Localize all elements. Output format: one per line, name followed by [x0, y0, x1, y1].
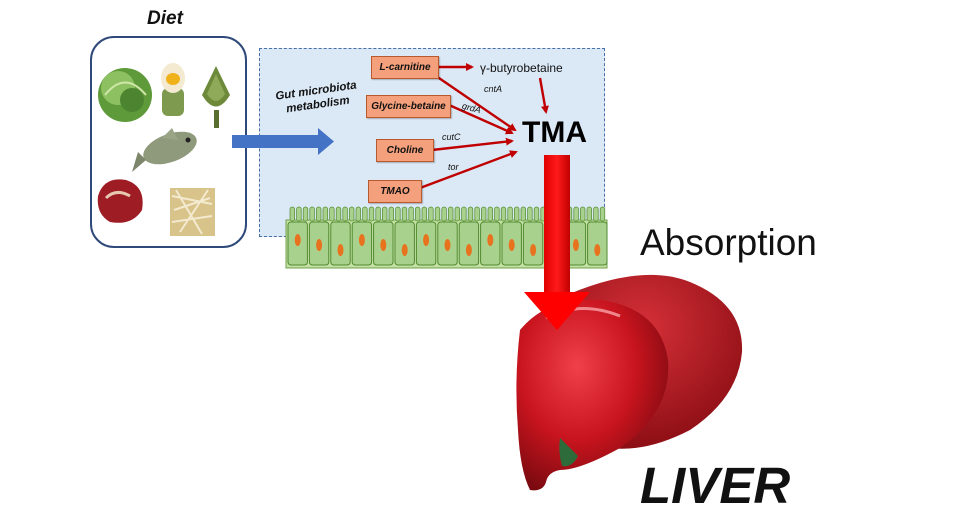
- microvillus: [487, 206, 493, 222]
- microvillus: [441, 206, 447, 222]
- diet-to-gut-arrow: [232, 128, 334, 155]
- microvillus: [520, 206, 526, 222]
- liver-illustration: [516, 274, 743, 491]
- enzyme-cnta-label: cntA: [484, 84, 503, 94]
- epithelial-cell: [458, 221, 480, 266]
- microvillus: [408, 206, 414, 222]
- microvillus: [586, 206, 592, 222]
- microvillus: [395, 206, 401, 222]
- microvillus: [355, 206, 361, 222]
- absorption-label: Absorption: [640, 222, 817, 263]
- artichoke-image: [202, 66, 230, 128]
- choline-node: Choline: [376, 139, 434, 162]
- glycine-betaine-node: Glycine-betaine: [366, 95, 451, 118]
- cell-nucleus: [530, 244, 537, 256]
- cell-nucleus: [380, 239, 387, 251]
- microvillus: [467, 206, 474, 222]
- diet-title: Diet: [147, 8, 183, 29]
- egg-image: [161, 63, 185, 116]
- epithelial-cell: [394, 221, 415, 266]
- arrow-choline-tma: [431, 137, 514, 152]
- tma-label: TMA: [522, 116, 587, 149]
- microvillus: [401, 206, 408, 222]
- microvillus: [329, 206, 335, 222]
- microvillus: [428, 206, 434, 222]
- microvillus: [316, 206, 322, 222]
- microvillus: [448, 206, 454, 222]
- microvillus: [461, 206, 467, 222]
- arrow-gbb-tma: [538, 77, 549, 114]
- enzyme-tor-label: tor: [448, 162, 459, 172]
- microvillus: [514, 206, 520, 222]
- tmao-node: TMAO: [368, 180, 422, 203]
- microvillus: [527, 206, 533, 222]
- microvillus: [362, 206, 368, 222]
- microvillus: [421, 206, 427, 222]
- microvillus: [309, 206, 315, 222]
- microvillus: [454, 206, 460, 222]
- microvillus: [289, 206, 295, 222]
- sprouts-image: [170, 188, 215, 236]
- cell-nucleus: [316, 239, 323, 251]
- microvillus: [481, 206, 487, 222]
- fish-image: [132, 128, 197, 172]
- microvillus: [322, 206, 328, 222]
- microvillus: [342, 206, 348, 222]
- cell-nucleus: [487, 234, 494, 246]
- cell-nucleus: [358, 234, 365, 246]
- cell-nucleus: [594, 244, 601, 256]
- microvillus: [593, 206, 599, 222]
- microvillus: [507, 206, 513, 222]
- microvillus: [434, 206, 441, 222]
- microvillus: [494, 206, 500, 222]
- arrow-carnitine-tma: [435, 75, 517, 132]
- arrow-tmao-tma: [419, 150, 518, 190]
- absorption-arrow: [524, 155, 590, 330]
- microvillus: [415, 206, 421, 222]
- microvillus: [474, 206, 480, 222]
- microvillus: [368, 206, 375, 222]
- pathway-arrows: [419, 63, 549, 190]
- microvillus: [580, 206, 586, 222]
- microvillus: [573, 206, 579, 222]
- cabbage-image: [98, 68, 152, 122]
- gamma-butyrobetaine-label: γ-butyrobetaine: [480, 61, 563, 75]
- cell-nucleus: [465, 244, 472, 256]
- cell-nucleus: [444, 239, 451, 251]
- epithelial-cell: [330, 221, 351, 266]
- cell-nucleus: [508, 239, 515, 251]
- epithelial-cell: [587, 221, 608, 266]
- cell-nucleus: [423, 234, 430, 246]
- microvillus: [375, 206, 381, 222]
- microvillus: [599, 206, 606, 222]
- liver-label: LIVER: [640, 457, 791, 514]
- microvillus: [388, 206, 394, 222]
- microvillus: [296, 206, 302, 222]
- microvillus: [335, 206, 342, 222]
- microvillus: [349, 206, 355, 222]
- cell-nucleus: [572, 239, 579, 251]
- cell-nucleus: [294, 234, 301, 246]
- microvillus: [500, 206, 507, 222]
- red-meat-image: [97, 179, 143, 223]
- enzyme-cutc-label: cutC: [442, 132, 461, 142]
- microvillus: [302, 206, 309, 222]
- epithelial-cell: [522, 221, 544, 266]
- microvillus: [382, 206, 388, 222]
- l-carnitine-node: L-carnitine: [371, 56, 439, 79]
- cell-nucleus: [337, 244, 344, 256]
- cell-nucleus: [401, 244, 408, 256]
- microvillus: [533, 206, 540, 222]
- arrow-glycinebetaine-tma: [448, 103, 514, 135]
